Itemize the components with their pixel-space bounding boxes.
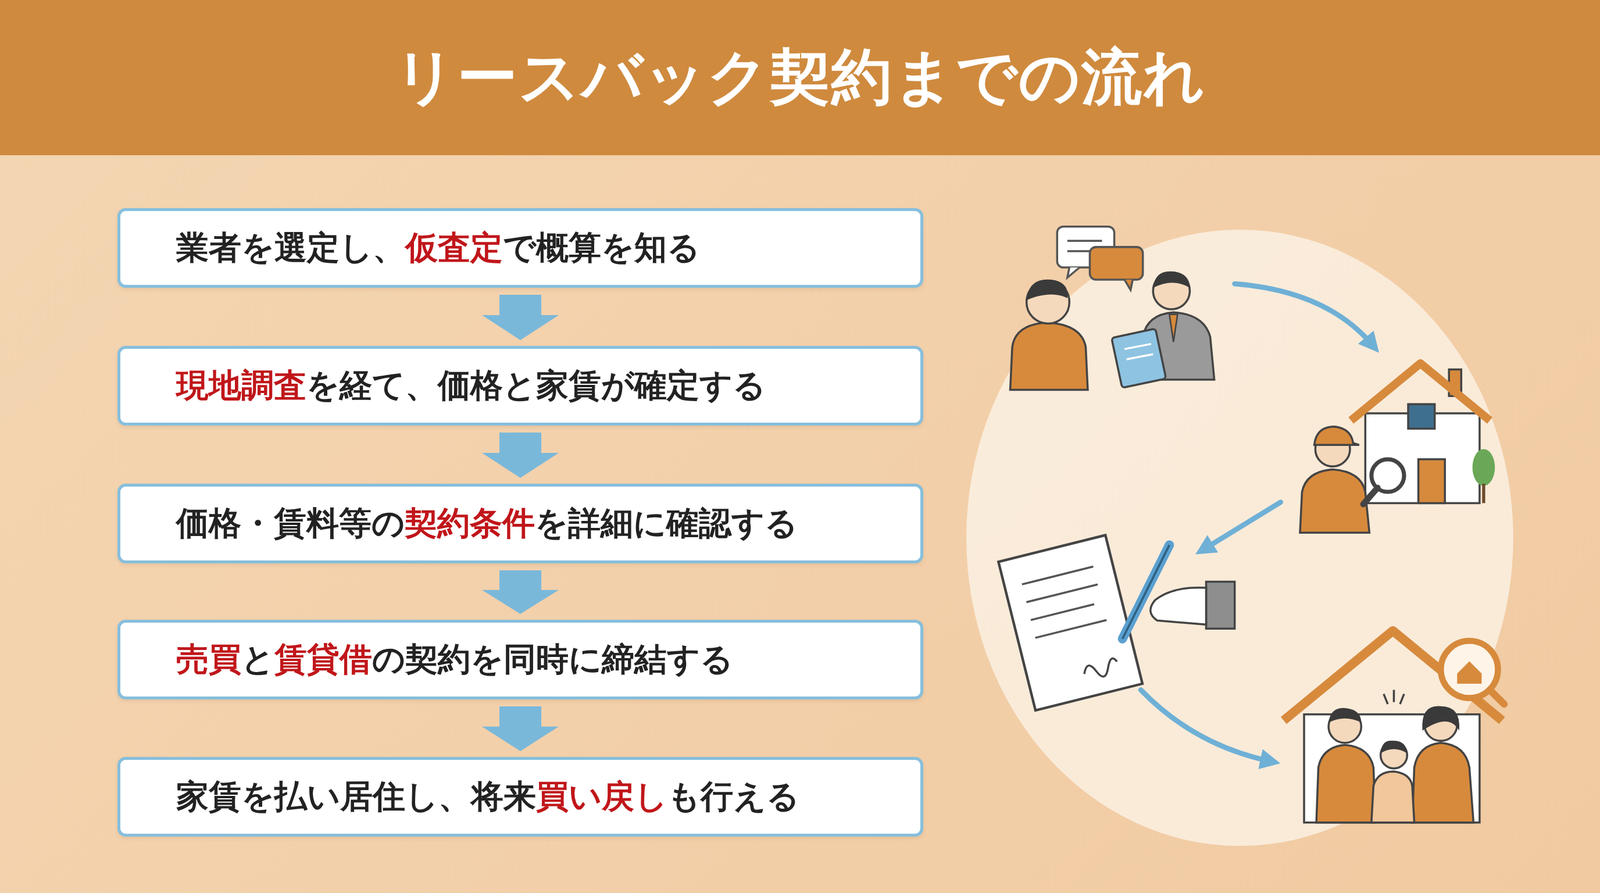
contract-figure-shape	[1122, 544, 1170, 639]
contract-figure-shape	[1030, 604, 1095, 620]
consultation-figure-shape	[1124, 279, 1133, 291]
contract-figure-shape	[1122, 544, 1170, 639]
highlight-text: 売買	[176, 640, 242, 678]
contract-figure-shape	[1035, 620, 1107, 639]
contract-figure-shape	[1022, 566, 1094, 585]
highlight-text: 契約条件	[404, 504, 535, 542]
background-circle-shape	[966, 229, 1514, 846]
highlight-text: 買い戻し	[536, 777, 668, 816]
inspection-figure-shape	[1481, 483, 1485, 503]
process-box: 家賃を払い居住し、将来買い戻しも行える	[117, 756, 924, 837]
step-text: 業者を選定し、仮査定で概算を知る	[176, 226, 700, 271]
plain-text: の契約を同時に締結する	[372, 640, 734, 678]
inspection-figure-shape	[1314, 426, 1360, 446]
consultation-figure-shape	[1124, 344, 1152, 350]
consultation-figure	[1010, 226, 1215, 391]
consultation-figure-shape	[1067, 240, 1103, 243]
contract-figure	[998, 535, 1235, 711]
flow-arrow	[481, 570, 559, 614]
highlight-text: 仮査定	[405, 228, 503, 267]
plain-text: と	[241, 640, 275, 678]
family-home-figure-shape	[1371, 771, 1415, 823]
consultation-figure-shape	[1152, 271, 1190, 288]
contract-figure-shape	[998, 535, 1143, 711]
family-home-figure-shape	[1456, 661, 1482, 684]
step-text: 家賃を払い居住し、将来買い戻しも行える	[176, 775, 800, 820]
family-home-figure	[1283, 630, 1505, 823]
flow-arrows	[1140, 283, 1373, 762]
contract-figure-shape	[1206, 581, 1235, 630]
family-home-figure-shape	[1422, 705, 1460, 731]
flow-arrow	[481, 432, 559, 478]
process-box: 業者を選定し、仮査定で概算を知る	[117, 208, 924, 288]
step-text: 価格・賃料等の契約条件を詳細に確認する	[176, 501, 798, 546]
plain-text: で概算を知る	[502, 228, 700, 267]
consultation-figure-shape	[1010, 322, 1088, 391]
process-box: 現地調査を経て、価格と家賃が確定する	[117, 345, 924, 426]
inspection-figure-shape	[1418, 459, 1446, 503]
plain-text: 価格・賃料等の	[176, 504, 405, 542]
process-box: 売買と賃貸借の契約を同時に締結する	[117, 619, 924, 700]
flow-arrow	[481, 706, 559, 752]
family-home-figure-shape	[1400, 694, 1405, 705]
plain-text: を経て、価格と家賃が確定する	[306, 366, 766, 405]
highlight-text: 賃貸借	[274, 640, 373, 678]
family-home-figure-shape	[1316, 744, 1376, 823]
family-home-figure-shape	[1328, 708, 1362, 723]
family-home-figure-shape	[1489, 690, 1505, 705]
contract-figure-shape	[1026, 584, 1098, 603]
flow-arrow	[481, 294, 559, 341]
inspection-figure	[1300, 363, 1495, 533]
consultation-figure-shape	[1089, 247, 1143, 280]
plain-text: も行える	[667, 777, 800, 816]
plain-text: を詳細に確認する	[534, 504, 798, 542]
inspection-figure-shape	[1472, 448, 1496, 486]
family-home-figure-shape	[1383, 694, 1388, 705]
family-home-figure-shape	[1412, 743, 1474, 823]
inspection-figure-shape	[1408, 404, 1435, 429]
step-text: 売買と賃貸借の契約を同時に締結する	[176, 637, 734, 682]
inspection-figure-shape	[1363, 487, 1378, 505]
family-home-figure-shape	[1380, 740, 1408, 754]
family-home-figure-shape	[1393, 690, 1396, 703]
consultation-figure-shape	[1126, 354, 1154, 360]
process-box: 価格・賃料等の契約条件を詳細に確認する	[117, 483, 924, 564]
flow-arrows-shape	[1204, 502, 1281, 550]
background-circle	[966, 229, 1514, 846]
family-home-figure-shape	[1283, 630, 1503, 721]
contract-figure-shape	[998, 535, 1143, 711]
consultation-figure-shape	[1169, 314, 1178, 342]
inspection-figure-shape	[1300, 469, 1370, 533]
contract-figure-shape	[1150, 587, 1207, 625]
consultation-figure-shape	[1067, 267, 1080, 278]
step-text: 現地調査を経て、価格と家賃が確定する	[176, 363, 766, 409]
flow-arrows-shape	[1140, 690, 1271, 762]
plain-text: 業者を選定し、	[176, 228, 406, 267]
highlight-text: 現地調査	[176, 366, 307, 405]
plain-text: 家賃を払い居住し、将来	[176, 777, 537, 816]
contract-figure-shape	[1081, 657, 1120, 681]
consultation-figure-shape	[1026, 279, 1069, 300]
diagram-title: リースバック契約までの流れ	[0, 0, 1600, 156]
flow-arrows-shape	[1234, 283, 1373, 345]
consultation-figure-shape	[1111, 328, 1167, 388]
